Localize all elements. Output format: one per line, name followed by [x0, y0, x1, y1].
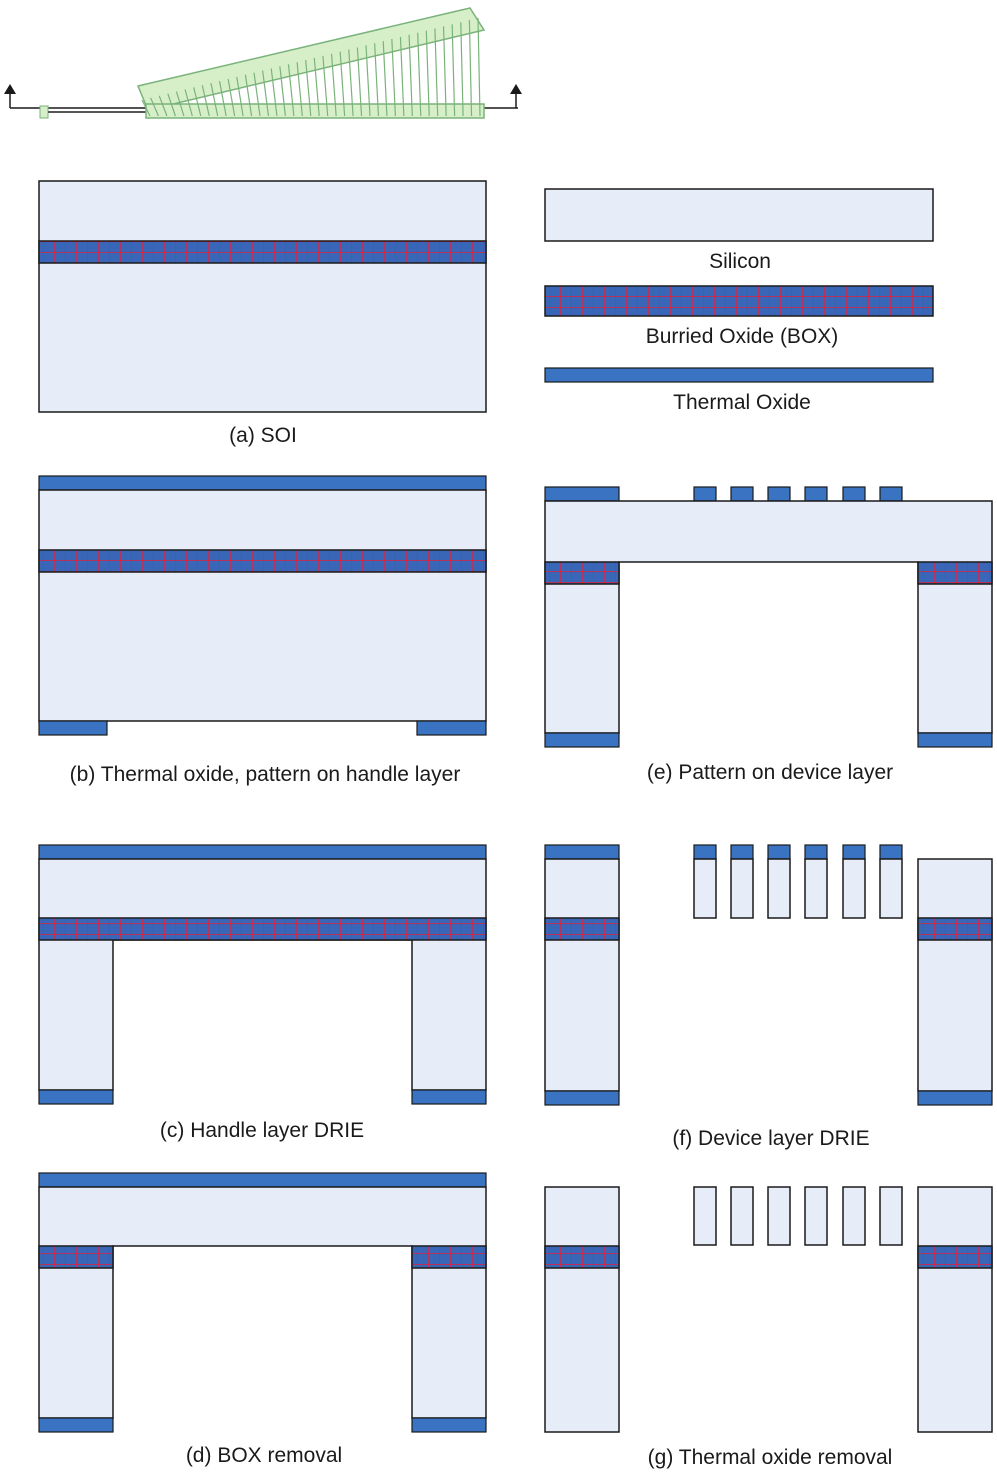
sketch-finger: [201, 85, 210, 117]
sketch-finger: [193, 87, 202, 117]
sketch-finger: [218, 80, 227, 117]
sketch-finger: [460, 22, 464, 117]
step-f: (f) Device layer DRIE: [544, 844, 993, 1150]
legend: Silicon Burried Oxide (BOX) Thermal Oxid…: [544, 188, 934, 414]
comb-finger: [730, 1186, 754, 1246]
comb-finger: [767, 1186, 791, 1246]
step-b: (b) Thermal oxide, pattern on handle lay…: [38, 475, 487, 786]
oxide-pad: [767, 486, 791, 502]
step-d: (d) BOX removal: [38, 1172, 487, 1467]
sketch-finger: [305, 59, 312, 117]
sketch-finger: [348, 49, 354, 117]
sketch-finger: [150, 97, 160, 117]
step-c: (c) Handle layer DRIE: [38, 844, 487, 1142]
oxide-pad: [767, 844, 791, 860]
step-f-label: (f) Device layer DRIE: [672, 1127, 869, 1150]
sketch-finger: [417, 32, 422, 117]
oxide-pad: [804, 486, 828, 502]
comb-finger: [730, 858, 754, 919]
box-layer: [38, 240, 487, 264]
comb-finger: [879, 1186, 903, 1246]
sketch-finger: [382, 41, 388, 117]
box-label: Burried Oxide (BOX): [646, 325, 839, 348]
oxide-pad: [804, 844, 828, 860]
step-e: (e) Pattern on device layer: [544, 486, 993, 784]
oxide-pad: [693, 486, 717, 502]
silicon-label: Silicon: [709, 250, 771, 273]
sketch-finger: [339, 51, 346, 117]
sketch-finger: [296, 62, 303, 117]
sketch-finger: [279, 66, 286, 117]
step-d-label: (d) BOX removal: [186, 1444, 342, 1467]
sketch-finger: [322, 55, 329, 117]
oxide-pad: [842, 486, 866, 502]
sketch-finger: [330, 53, 337, 117]
sketch-finger: [477, 17, 481, 117]
oxide-pad: [730, 844, 754, 860]
sketch-finger: [408, 34, 413, 117]
sketch-finger: [262, 70, 270, 117]
sketch-finger: [270, 68, 278, 117]
sketch-finger: [141, 99, 151, 117]
sketch-finger: [365, 45, 371, 117]
oxide-pad: [842, 844, 866, 860]
sketch-finger: [210, 83, 219, 117]
thermal-oxide-swatch: [544, 367, 934, 383]
sketch-finger: [227, 78, 236, 117]
silicon-layer: [38, 180, 487, 413]
sketch-finger: [158, 95, 168, 117]
step-a-soi: (a) SOI: [38, 180, 487, 447]
sketch-finger: [391, 38, 396, 117]
step-e-label: (e) Pattern on device layer: [647, 761, 893, 784]
sketch-finger: [184, 89, 193, 117]
sketch-finger: [425, 30, 430, 117]
comb-finger: [842, 1186, 866, 1246]
oxide-pad: [693, 844, 717, 860]
comb-finger: [804, 1186, 828, 1246]
sketch-finger: [313, 57, 320, 117]
silicon-swatch: [544, 188, 934, 242]
oxide-pad: [879, 844, 903, 860]
step-b-label: (b) Thermal oxide, pattern on handle lay…: [70, 763, 461, 786]
comb-finger: [879, 858, 903, 919]
sketch-finger: [253, 72, 261, 117]
oxide-pad: [879, 486, 903, 502]
step-g: (g) Thermal oxide removal: [544, 1186, 993, 1469]
step-a-label: (a) SOI: [229, 424, 297, 447]
sketch-finger: [236, 76, 244, 117]
comb-finger: [804, 858, 828, 919]
comb-finger: [842, 858, 866, 919]
sketch-finger: [434, 28, 439, 117]
comb-finger: [693, 1186, 717, 1246]
sketch-finger: [167, 93, 176, 117]
device-sketch: [4, 7, 522, 119]
oxide-pad: [730, 486, 754, 502]
thermal-oxide-label: Thermal Oxide: [673, 391, 811, 414]
sketch-finger: [442, 26, 447, 117]
comb-finger: [693, 858, 717, 919]
sketch-finger: [451, 24, 456, 117]
sketch-finger: [287, 64, 295, 117]
step-c-label: (c) Handle layer DRIE: [160, 1119, 364, 1142]
sketch-finger: [374, 43, 380, 117]
sketch-finger: [399, 36, 405, 117]
sketch-finger: [175, 91, 185, 117]
sketch-finger: [468, 20, 473, 117]
sketch-finger: [356, 47, 363, 117]
box-swatch: [544, 285, 934, 317]
step-g-label: (g) Thermal oxide removal: [648, 1446, 893, 1469]
sketch-finger: [244, 74, 253, 117]
comb-finger: [767, 858, 791, 919]
